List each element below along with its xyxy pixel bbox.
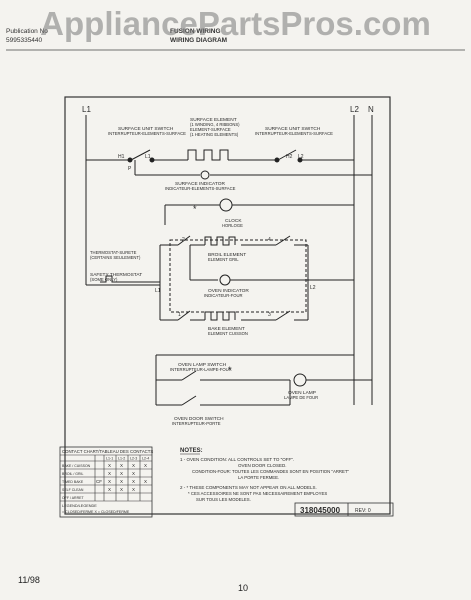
table-cell: X: [120, 463, 123, 468]
broil-element-label: BROIL ELEMENT: [208, 252, 246, 258]
note-2b: * CES ACCESSOIRES NE SONT PAS NECESSAIRE…: [188, 491, 327, 496]
table-cell: X: [144, 479, 147, 484]
surface-indicator-fr: INDICATEUR-ELEMENTS-SURFACE: [165, 186, 236, 191]
terminal-4: 4: [268, 237, 271, 243]
safety-thermostat-note-fr: (CERTAINS SEULEMENT): [90, 255, 141, 260]
clock-circuit: [164, 198, 354, 225]
broil-element-fr: ELEMENT GRIL: [208, 257, 239, 262]
oven-lamp-label: OVEN LAMP: [288, 390, 316, 396]
table-cell: X: [120, 479, 123, 484]
table-cell: X: [132, 463, 135, 468]
oven-lamp-fr: LAMPE DE FOUR: [284, 395, 318, 400]
table-cell: X: [132, 471, 135, 476]
diagram-title-2: WIRING DIAGRAM: [170, 37, 228, 44]
bake-element-fr: ELEMENT CUISSON: [208, 331, 248, 336]
part-number-box: 318045000 REV: 0: [294, 502, 394, 517]
oven-door-switch-label: OVEN DOOR SWITCH: [174, 416, 224, 422]
safety-thermostat-note: (SOME ONLY): [90, 277, 118, 282]
surface-switch-right-label: SURFACE UNIT SWITCH: [265, 126, 321, 132]
oven-circuit: [100, 235, 354, 321]
table-header-cell: L1-1: [106, 457, 113, 461]
publication-label: Publication No: [6, 28, 48, 35]
diagram-title-1: FUSION WIRING: [170, 28, 221, 35]
table-cell: OFF / ARRET: [62, 496, 84, 500]
lamp-switch-asterisk: *: [228, 365, 232, 375]
table-cell: SELF CLEAN: [62, 488, 84, 492]
oven-indicator-label: OVEN INDICATOR: [208, 288, 249, 294]
table-cell: X: [108, 463, 111, 468]
oven-lamp-switch-label: OVEN LAMP SWITCH: [178, 362, 227, 368]
terminal-2: 2: [182, 237, 185, 243]
note-1: 1 - OVEN CONDITION: ALL CONTROLS SET TO …: [180, 457, 294, 462]
table-cell: CF: [96, 479, 102, 484]
table-cell: X: [132, 487, 135, 492]
clock-asterisk: *: [193, 204, 197, 214]
note-1b: OVEN DOOR CLOSED.: [238, 463, 287, 468]
terminal-h2: H2: [286, 154, 293, 160]
surface-circuit: [86, 149, 372, 180]
safety-thermostat-label: SAFETY THERMOSTAT: [90, 272, 142, 278]
part-number: 318045000: [300, 506, 341, 515]
revision: REV: 0: [355, 508, 371, 514]
surface-indicator-label: SURFACE INDICATOR: [175, 181, 225, 187]
power-rails: [85, 115, 373, 405]
surface-element-note1: (1 WINDING, 4 RIBBONS): [190, 122, 240, 127]
diagram-frame: [64, 96, 391, 515]
table-header-cell: L2-4: [142, 457, 149, 461]
note-2: 2 - * THESE COMPONENTS MAY NOT APPEAR ON…: [180, 485, 317, 490]
contact-table-title: CONTACT CHART/TABLEAU DES CONTACTS: [62, 449, 153, 454]
table-cell: X: [144, 463, 147, 468]
line-l2-label: L2: [350, 105, 359, 114]
terminal-l1b: L1: [155, 288, 161, 294]
note-1d: LA PORTE FERMEE.: [238, 475, 279, 480]
terminal-1: 1: [178, 312, 181, 318]
table-header-cell: L1-2: [118, 457, 125, 461]
oven-door-switch-fr: INTERRUPTEUR-PORTE: [172, 421, 221, 426]
surface-switch-right-fr: INTERRUPTEUR-ELEMENTS-SURFACE: [255, 131, 333, 136]
oven-lamp-switch-fr: INTERRUPTEUR-LAMPE-FOUR: [170, 367, 232, 372]
notes-block: NOTES: 1 - OVEN CONDITION: ALL CONTROLS …: [180, 448, 350, 502]
safety-thermostat-fr: THERMOSTAT-SURETE: [90, 250, 137, 255]
table-cell: BAKE / CUISSON: [62, 464, 91, 468]
oven-indicator-fr: INDICATEUR-FOUR: [204, 293, 243, 298]
footer-page: 10: [238, 583, 249, 593]
surface-element-note2: (1 HEATING ELEMENTS): [190, 132, 239, 137]
terminal-l2b: L2: [310, 285, 316, 291]
table-cell: BROIL / GRIL: [62, 472, 84, 476]
notes-title: NOTES:: [180, 448, 203, 454]
table-cell: X: [108, 471, 111, 476]
watermark: AppliancePartsPros.com: [40, 5, 431, 42]
table-cell: X: [120, 471, 123, 476]
clock-label: CLOCK: [225, 218, 242, 224]
surface-element-fr: ELEMENT-SURFACE: [190, 127, 231, 132]
publication-number: 5995335440: [6, 37, 43, 44]
terminal-l2a: L2: [298, 154, 304, 160]
legend-title: LEGEND/LEGENDE: [62, 504, 97, 508]
lamp-circuit: [155, 354, 372, 406]
footer-date: 11/98: [18, 575, 40, 585]
table-header-cell: L2-3: [130, 457, 137, 461]
bake-element-label: BAKE ELEMENT: [208, 326, 245, 332]
table-cell: X: [132, 479, 135, 484]
terminal-p: P: [128, 166, 132, 172]
note-2c: SUR TOUS LES MODELES.: [196, 497, 251, 502]
table-cell: TIMED BAKE: [62, 480, 84, 484]
terminal-l1a: L1: [145, 154, 151, 160]
line-l1-label: L1: [82, 105, 91, 114]
surface-element-label: SURFACE ELEMENT: [190, 117, 237, 123]
note-1c: CONDITION-FOUR: TOUTES LES COMMANDES SON…: [192, 469, 350, 474]
surface-switch-left-fr: INTERRUPTEUR-ELEMENTS-SURFACE: [108, 131, 186, 136]
clock-fr: HORLOGE: [222, 223, 243, 228]
legend-text: = CLOSED/FERME X = CLOSED/FERME: [62, 510, 130, 514]
table-cell: X: [108, 479, 111, 484]
line-n-label: N: [368, 105, 374, 114]
table-cell: X: [108, 487, 111, 492]
terminal-h1: H1: [118, 154, 125, 160]
terminal-3: 3: [268, 312, 271, 318]
table-cell: X: [120, 487, 123, 492]
surface-switch-left-label: SURFACE UNIT SWITCH: [118, 126, 174, 132]
